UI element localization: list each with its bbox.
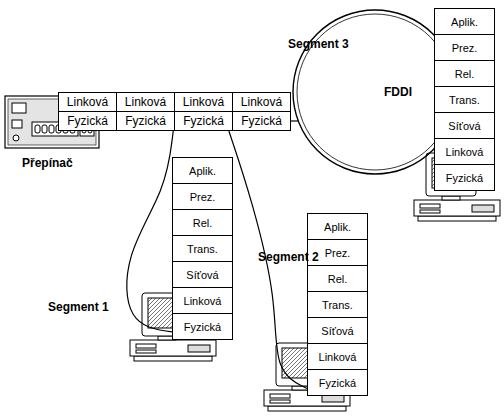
layer-name: Síťová xyxy=(321,325,353,337)
switch-port xyxy=(49,125,54,133)
osi-layer-cell: Fyzická xyxy=(307,369,368,396)
osi-layer-cell: Prez. xyxy=(434,34,495,61)
osi-layer-cell: Fyzická xyxy=(172,313,233,340)
layer-name: Fyzická xyxy=(67,114,108,128)
layer-name: Fyzická xyxy=(183,114,224,128)
osi-layer-cell: Linková xyxy=(116,92,175,112)
layer-name: Fyzická xyxy=(319,377,356,389)
osi-layer-cell: Prez. xyxy=(172,183,233,210)
switch-port xyxy=(42,125,47,133)
layer-name: Fyzická xyxy=(241,114,282,128)
layer-name: Linková xyxy=(241,95,282,109)
osi-layer-cell: Linková xyxy=(232,92,291,112)
osi-layer-cell: Trans. xyxy=(307,291,368,318)
osi-layer-cell: Trans. xyxy=(434,86,495,113)
osi-layer-cell: Trans. xyxy=(172,235,233,262)
layer-name: Linková xyxy=(446,146,484,158)
segment-label: Segment 1 xyxy=(48,300,109,314)
layer-name: Rel. xyxy=(193,217,213,229)
osi-layer-cell: Síťová xyxy=(434,112,495,139)
layer-name: Fyzická xyxy=(184,321,221,333)
layer-name: Aplik. xyxy=(451,16,478,28)
osi-layer-cell: Síťová xyxy=(172,261,233,288)
layer-name: FDDI xyxy=(384,85,412,99)
osi-layer-cell: Rel. xyxy=(434,60,495,87)
layer-name: Linková xyxy=(183,95,224,109)
switch-button xyxy=(13,135,19,141)
osi-layer-cell: Fyzická xyxy=(232,111,291,131)
network-segment xyxy=(291,120,298,121)
layer-name: Fyzická xyxy=(446,172,483,184)
layer-name: Prez. xyxy=(190,191,216,203)
layer-name: Aplik. xyxy=(189,165,216,177)
layer-name: Prez. xyxy=(325,247,351,259)
segment-label: Segment 2 xyxy=(258,250,319,264)
layer-name: Linková xyxy=(319,351,357,363)
osi-layer-cell: Linková xyxy=(58,92,117,112)
device-label: Přepínač xyxy=(22,156,73,170)
osi-layer-cell: Fyzická xyxy=(174,111,233,131)
layer-name: Síťová xyxy=(448,120,480,132)
switch-port xyxy=(35,125,40,133)
ring-outer xyxy=(293,10,457,174)
layer-name: Trans. xyxy=(187,243,218,255)
switch-led xyxy=(12,120,22,128)
osi-layer-cell: Linková xyxy=(434,138,495,165)
layer-name: Linková xyxy=(67,95,108,109)
osi-layer-cell: Aplik. xyxy=(307,213,368,240)
layer-name: Rel. xyxy=(328,273,348,285)
network-segment xyxy=(127,131,173,332)
osi-layer-cell: Fyzická xyxy=(434,164,495,191)
layer-name: Linková xyxy=(125,95,166,109)
layer-name: Aplik. xyxy=(324,221,351,233)
layer-name: Síťová xyxy=(186,269,218,281)
layer-name: Rel. xyxy=(455,68,475,80)
osi-layer-cell: Linková xyxy=(172,287,233,314)
osi-layer-cell: Rel. xyxy=(172,209,233,236)
osi-layer-cell: Linková xyxy=(307,343,368,370)
segment-label: Segment 3 xyxy=(288,37,349,51)
layer-name: Trans. xyxy=(449,94,480,106)
layer-name: Linková xyxy=(184,295,222,307)
computer-icon xyxy=(414,153,500,221)
osi-layer-cell: Aplik. xyxy=(434,8,495,35)
layer-name: Trans. xyxy=(322,299,353,311)
osi-layer-cell: Linková xyxy=(174,92,233,112)
layer-name: Prez. xyxy=(452,42,478,54)
layer-name: Fyzická xyxy=(125,114,166,128)
osi-layer-cell: Síťová xyxy=(307,317,368,344)
osi-layer-cell: Fyzická xyxy=(116,111,175,131)
osi-layer-cell: Rel. xyxy=(307,265,368,292)
osi-layer-cell: Aplik. xyxy=(172,157,233,184)
osi-layer-cell: Fyzická xyxy=(58,111,117,131)
switch-display xyxy=(12,103,26,113)
